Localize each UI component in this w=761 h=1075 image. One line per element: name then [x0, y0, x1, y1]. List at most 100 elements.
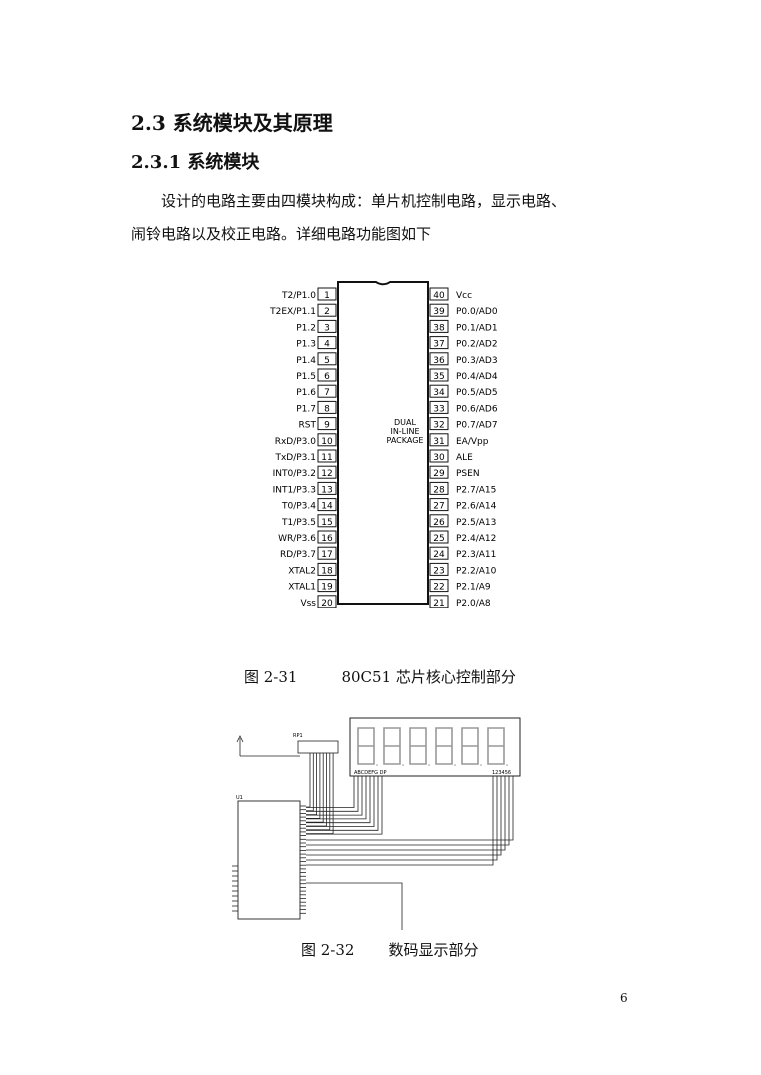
pin-box: [317, 449, 337, 463]
pin-box: [317, 287, 337, 301]
segment-wire: [306, 776, 367, 820]
resistor-pack: [297, 740, 339, 754]
pin-number: 1: [324, 291, 330, 301]
paragraph-line-2: 闹铃电路以及校正电路。详细电路功能图如下: [131, 225, 432, 243]
segment-wire: [306, 776, 355, 808]
pin-box: [429, 417, 449, 431]
chip-center-line: PACKAGE: [387, 436, 424, 445]
p0-wire: [306, 753, 314, 812]
body-paragraph: 设计的电路主要由四模块构成：单片机控制电路，显示电路、 闹铃电路以及校正电路。详…: [131, 185, 631, 251]
pin-number: 5: [324, 356, 330, 366]
pin-name: P0.7/AD7: [456, 421, 498, 431]
pin-box: [429, 595, 449, 608]
segment-wire: [306, 776, 375, 827]
pin-number: 11: [321, 453, 332, 463]
pin-box: [429, 433, 449, 447]
pin-number: 13: [321, 485, 332, 495]
pin-number: 6: [324, 372, 330, 382]
p0-wire: [306, 753, 321, 819]
pin-name: RST: [299, 421, 317, 431]
chip-center-line: DUAL: [394, 418, 416, 427]
figure-caption-2: 图 2-32 数码显示部分: [301, 939, 478, 960]
segment-wire: [306, 776, 383, 835]
pin-number: 7: [324, 388, 330, 398]
pin-box: [429, 530, 449, 544]
pin-name: P1.7: [296, 404, 316, 414]
pin-name: P0.6/AD6: [456, 404, 498, 414]
pin-name: RxD/P3.0: [275, 437, 317, 447]
pin-name: T0/P3.4: [281, 502, 316, 512]
mcu-label: U1: [236, 795, 243, 801]
digit-wire: [306, 776, 498, 861]
pin-number: 24: [433, 550, 445, 560]
pin-box: [429, 579, 449, 593]
pin-name: Vcc: [456, 291, 472, 301]
pin-name: RD/P3.7: [280, 550, 316, 560]
pin-name: P0.1/AD1: [456, 323, 498, 333]
dip40-pinout-diagram: 1T2/P1.02T2EX/P1.13P1.24P1.35P1.46P1.57P…: [269, 281, 498, 608]
pin-name: WR/P3.6: [278, 534, 316, 544]
pin-number: 16: [321, 534, 333, 544]
pin-name: P0.5/AD5: [456, 388, 498, 398]
pin-box: [317, 562, 337, 576]
decimal-point: [480, 764, 482, 766]
mcu-block: [237, 800, 301, 920]
pin-name: P2.6/A14: [456, 502, 497, 512]
pin-box: [317, 303, 337, 317]
decimal-point: [506, 764, 508, 766]
digit-wire: [306, 776, 510, 846]
pin-box: [429, 400, 449, 414]
pin-number: 40: [433, 291, 445, 301]
rp-label: RP1: [293, 733, 303, 739]
p0-wire: [306, 753, 317, 815]
pin-name: P2.4/A12: [456, 534, 496, 544]
pin-number: 39: [433, 307, 445, 317]
pin-name: P0.0/AD0: [456, 307, 498, 317]
pin-box: [429, 287, 449, 301]
vcc-arrow-icon: [236, 735, 244, 743]
figure2-title: 数码显示部分: [388, 941, 479, 959]
pin-name: P2.5/A13: [456, 518, 496, 528]
figure1-number: 图 2-31: [244, 668, 298, 686]
p0-wire: [306, 753, 311, 808]
pin-box: [317, 498, 337, 512]
pin-box: [317, 336, 337, 350]
pin-number: 2: [324, 307, 330, 317]
pin-box: [429, 303, 449, 317]
pin-box: [429, 336, 449, 350]
pin-box: [429, 449, 449, 463]
pin-number: 30: [433, 453, 445, 463]
digit-pins-label: 123456: [492, 770, 511, 776]
pin-number: 36: [433, 356, 445, 366]
pin-name: P2.0/A8: [456, 599, 491, 608]
pin-number: 38: [433, 323, 445, 333]
pin-name: T1/P3.5: [281, 518, 316, 528]
pin-number: 20: [321, 599, 333, 608]
decimal-point: [428, 764, 430, 766]
p3-wire: [306, 882, 403, 930]
pin-number: 31: [433, 437, 444, 447]
chip-center-line: IN-LINE: [390, 427, 419, 436]
segment-pins-label: ABCDEFG DP: [354, 770, 386, 776]
decimal-point: [376, 764, 378, 766]
pin-box: [317, 319, 337, 333]
pin-name: T2EX/P1.1: [269, 307, 316, 317]
pin-number: 15: [321, 518, 332, 528]
pin-name: Vss: [300, 599, 316, 608]
pin-number: 10: [321, 437, 333, 447]
pin-number: 21: [433, 599, 444, 608]
digit-wire: [306, 776, 506, 851]
pin-number: 3: [324, 323, 330, 333]
chip-outline: [337, 281, 429, 605]
digit-2: [383, 727, 401, 765]
chip-body: [337, 281, 429, 605]
figure2-number: 图 2-32: [301, 941, 355, 959]
pin-number: 19: [321, 583, 333, 593]
pin-number: 33: [433, 404, 444, 414]
pin-box: [317, 465, 337, 479]
pin-box: [317, 579, 337, 593]
